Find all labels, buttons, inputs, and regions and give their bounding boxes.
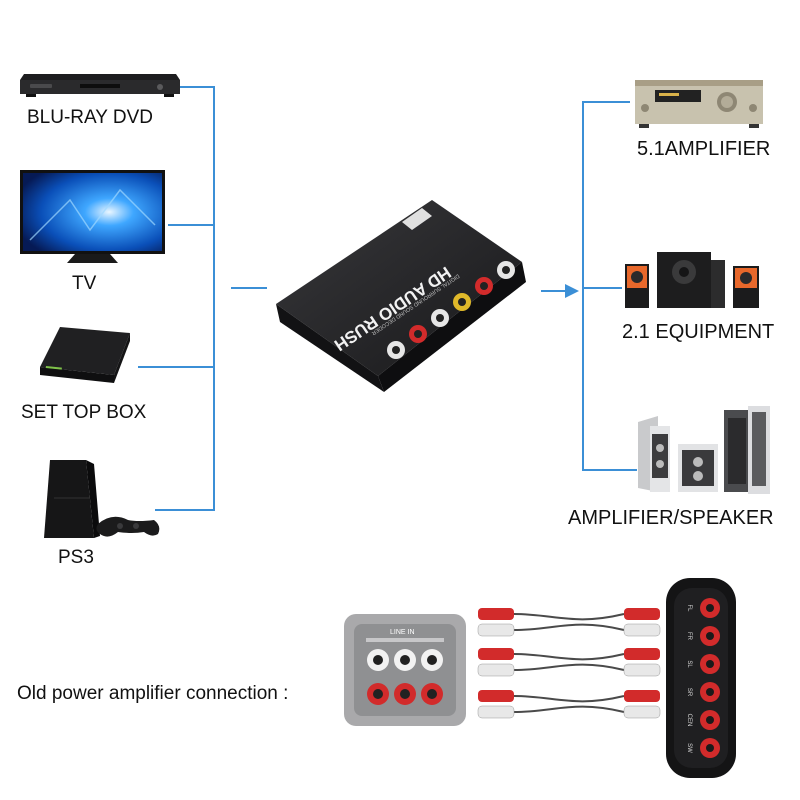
set-top-box-icon bbox=[40, 327, 130, 383]
set-top-box bbox=[38, 323, 133, 385]
source-bus-line bbox=[213, 86, 215, 511]
source-label-set-top-box: SET TOP BOX bbox=[21, 402, 147, 423]
decoder-port-sl: SL bbox=[686, 654, 720, 674]
input-line bbox=[231, 287, 267, 289]
source-line-tv bbox=[168, 224, 215, 226]
amplifier-icon bbox=[635, 80, 763, 128]
decoder-port-label: SW bbox=[686, 743, 692, 753]
decoder-port-sw: SW bbox=[686, 738, 720, 758]
output-bus-line bbox=[582, 101, 584, 470]
decoder-port-label: CEN bbox=[686, 714, 692, 727]
decoder-port-label: SL bbox=[686, 660, 692, 668]
output-line-tower-speakers bbox=[582, 469, 637, 471]
output-label-tower-speakers: AMPLIFIER/SPEAKER bbox=[568, 507, 774, 529]
output-label-amplifier: 5.1AMPLIFIER bbox=[637, 138, 771, 160]
decoder-output-panel: FL FR SL SR CEN SW bbox=[666, 578, 736, 778]
tv bbox=[20, 170, 165, 265]
line-in-label: LINE IN bbox=[390, 629, 415, 636]
source-label-bluray: BLU-RAY DVD bbox=[27, 107, 153, 128]
decoder-port-fr: FR bbox=[686, 626, 720, 646]
tv-icon bbox=[20, 170, 165, 263]
rca-cables bbox=[477, 608, 661, 719]
decoder-port-cen: CEN bbox=[686, 710, 720, 730]
output-line-speaker-system bbox=[582, 287, 622, 289]
source-line-bluray bbox=[180, 86, 215, 88]
decoder-box: HD AUDIO RUSH DIGITAL SURROUND SOUND DEC… bbox=[276, 200, 526, 392]
line-in-panel: LINE IN bbox=[344, 614, 466, 726]
output-line-amplifier bbox=[582, 101, 630, 103]
decoder-port-label: FL bbox=[686, 604, 692, 612]
decoder-rca-jacks bbox=[387, 261, 515, 359]
decoder-port-fl: FL bbox=[686, 598, 720, 618]
decoder-port-label: FR bbox=[686, 632, 692, 641]
ps3-console-icon bbox=[44, 460, 160, 538]
source-label-ps3: PS3 bbox=[58, 547, 94, 568]
tower-speakers-icon bbox=[638, 406, 770, 494]
output-arrow bbox=[541, 284, 579, 298]
bluray-player bbox=[20, 68, 180, 100]
output-label-speaker-system: 2.1 EQUIPMENT bbox=[622, 321, 775, 343]
speaker-system-icon bbox=[625, 252, 759, 308]
source-line-set-top-box bbox=[138, 366, 215, 368]
decoder-port-sr: SR bbox=[686, 682, 720, 702]
bluray-player-icon bbox=[20, 74, 180, 97]
connection-caption: Old power amplifier connection : bbox=[17, 683, 289, 704]
source-label-tv: TV bbox=[72, 273, 97, 294]
ps3-console bbox=[40, 458, 165, 540]
source-line-ps3 bbox=[155, 509, 215, 511]
decoder-port-label: SR bbox=[686, 688, 692, 697]
